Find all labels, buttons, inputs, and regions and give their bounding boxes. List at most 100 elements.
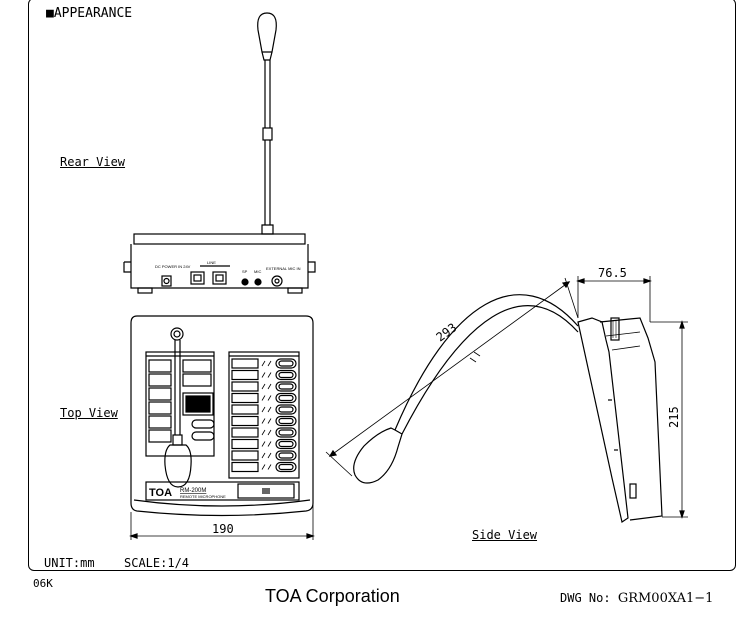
gooseneck-dim-line [329,281,570,457]
side-base-front [577,317,629,523]
side-coupler [469,351,481,363]
company-name: TOA Corporation [265,586,400,606]
side-gooseneck-outer [394,294,579,431]
side-connector [610,317,620,341]
side-base-back [599,317,663,521]
rear-mic-head [257,12,277,53]
rear-foot-l [137,287,153,294]
revision-code: 06K [33,577,53,590]
right-key-panel [228,351,300,479]
side-gooseneck-inner [401,305,579,435]
right-oval-key-inner [278,406,294,413]
gooseneck-dimension: 293 [434,320,460,344]
side-mic-head [353,427,403,484]
line-port-2-inner [215,274,224,282]
right-key-label-box [231,369,259,381]
right-key-indicator [261,383,272,390]
side-view-drawing: 76.5 215 293 [325,266,688,523]
right-key-indicator [261,441,272,447]
mic-terminal [254,278,262,286]
right-oval-key-inner [278,360,294,367]
ext-mic-jack [271,275,283,287]
side-port [629,483,637,499]
rear-right-foot [308,261,316,273]
drawing-frame [28,0,736,571]
height-arrows [679,320,685,519]
mic-label: MIC [254,269,261,274]
right-key-label-box [231,415,259,427]
brand-logo: TOA [149,487,172,499]
left-key-7 [182,359,212,373]
right-oval-key-inner [278,440,294,448]
selector-button [237,483,295,499]
display-window [182,392,214,416]
width-dimension: 190 [212,522,234,536]
left-key-5 [148,415,172,429]
line-port-1 [190,271,205,285]
right-key-label-box [231,427,259,438]
top-mic-base [170,327,184,341]
height-dimension: 215 [667,406,681,428]
right-oval-key-inner [278,429,294,436]
top-mic-head [164,444,192,488]
right-key-indicator [261,464,272,470]
width-arrows [129,533,315,539]
right-key-indicator [261,360,272,367]
side-view-label: Side View [472,528,538,542]
depth-arrows [576,278,652,284]
right-key-label-box [231,438,259,450]
dc-jack [161,275,172,287]
brand-strip [145,481,300,501]
right-key-indicator [261,395,272,401]
right-key-indicator [261,429,272,436]
rear-stem-base [261,224,274,235]
right-oval-key-inner [278,452,294,459]
left-key-panel [145,351,215,457]
top-view-drawing: TOA RM-200M REMOTE MICROPHONE 190 [129,315,315,540]
line-port-1-inner [193,274,202,282]
right-oval-key [275,392,297,404]
model-subtitle: REMOTE MICROPHONE [180,494,226,499]
right-oval-key-inner [278,417,294,425]
sp-terminal [241,278,249,286]
right-oval-key [275,461,297,473]
top-mic-base-inner [173,330,181,338]
right-oval-key [275,450,297,461]
top-front-edge [133,499,311,507]
drawing-number: DWG No: GRM00XA1−1 [560,591,713,606]
dc-power-label: DC POWER IN 24V [155,264,191,269]
rear-view-drawing: DC POWER IN 24V LINE SP MIC EXTERNAL MIC… [123,12,316,294]
unit-label: UNIT:mm [44,556,95,570]
rear-top-lip [133,233,306,245]
right-oval-key-inner [278,463,294,471]
right-oval-key [275,404,297,415]
left-oval-key-1 [191,419,215,429]
right-oval-key [275,358,297,369]
right-key-indicator [261,452,272,459]
ext-mic-jack-inner [274,278,280,284]
right-key-label-box [231,392,259,404]
right-oval-key-inner [278,383,294,390]
dc-jack-pin [163,277,170,285]
right-oval-key [275,438,297,450]
rear-mic-neck [261,51,273,61]
rear-stem-coupler [262,127,273,141]
display-screen [185,395,211,413]
right-key-label-box [231,461,259,473]
side-connector-pins [612,320,617,338]
gooseneck-arrows [328,281,571,457]
left-key-1 [148,359,172,373]
top-stem-coupler [172,434,183,446]
right-key-label-box [231,450,259,461]
side-base-lines [605,331,641,351]
dwg-label: DWG No: [560,591,611,605]
appearance-heading: ■APPEARANCE [46,6,133,21]
left-key-3 [148,387,172,401]
right-key-column [231,358,297,473]
rear-left-foot [123,261,131,273]
dwg-number: GRM00XA1−1 [617,591,714,606]
right-key-indicator [261,406,272,413]
right-oval-key-inner [278,394,294,402]
rear-view-label: Rear View [60,155,126,169]
